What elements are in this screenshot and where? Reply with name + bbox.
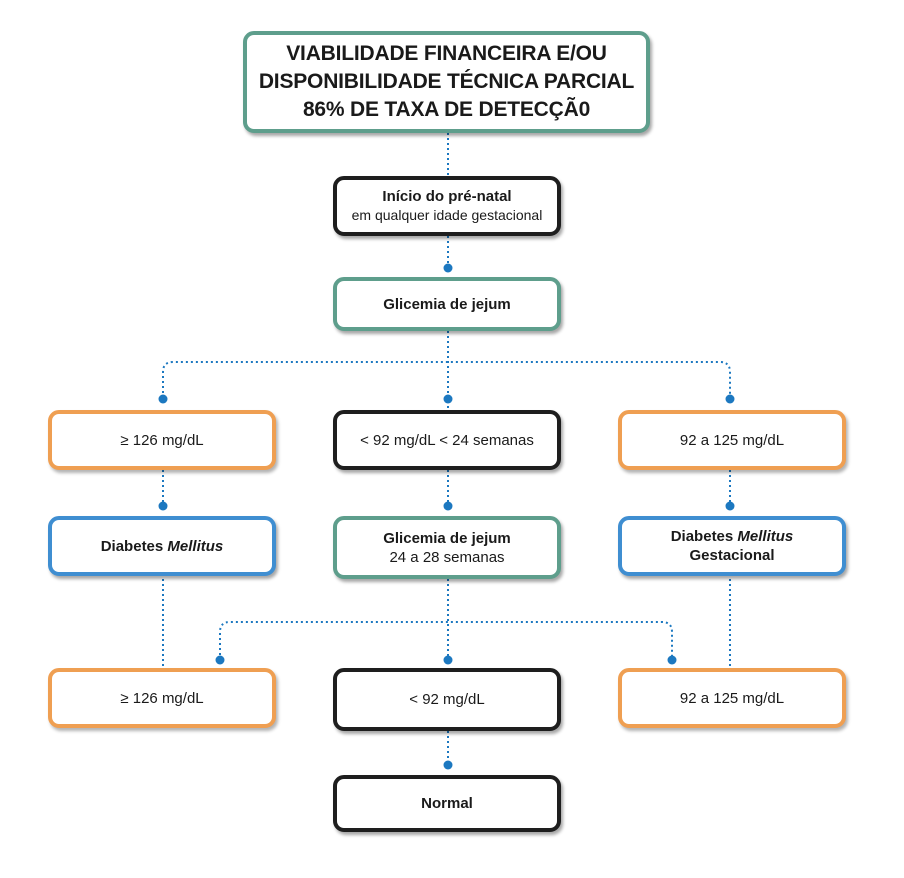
- result-normal-2-box: < 92 mg/dL: [333, 668, 561, 731]
- connector-dot: [443, 501, 453, 511]
- connector-dot: [443, 655, 453, 665]
- result-mid-label: 92 a 125 mg/dL: [679, 431, 785, 449]
- start-title: Início do pré-natal: [382, 188, 512, 205]
- title-line-3: 86% DE TAXA DE DETECÇÃ0: [302, 98, 591, 121]
- gestational-mellitus-italic: Mellitus: [737, 528, 794, 545]
- title-line-2: DISPONIBILIDADE TÉCNICA PARCIAL: [258, 70, 635, 93]
- start-subtitle: em qualquer idade gestacional: [351, 207, 543, 223]
- gestational-diabetes-line1: Diabetes Mellitus: [671, 527, 794, 546]
- result-high-2-label: ≥ 126 mg/dL: [120, 689, 204, 707]
- fasting-glucose-2-box: Glicemia de jejum 24 a 28 semanas: [333, 516, 561, 579]
- connector-dot: [158, 501, 168, 511]
- fasting-glucose-2-subtitle: 24 a 28 semanas: [389, 548, 505, 566]
- gestational-diabetes-line2: Gestacional: [689, 547, 775, 564]
- title-line-1: VIABILIDADE FINANCEIRA E/OU: [286, 42, 607, 65]
- result-high-2-box: ≥ 126 mg/dL: [48, 668, 276, 728]
- start-box: Início do pré-natal em qualquer idade ge…: [333, 176, 561, 236]
- fasting-glucose-box: Glicemia de jejum: [333, 277, 561, 331]
- result-normal-early-box: < 92 mg/dL < 24 semanas: [333, 410, 561, 470]
- result-mid-2-box: 92 a 125 mg/dL: [618, 668, 846, 728]
- result-mid-box: 92 a 125 mg/dL: [618, 410, 846, 470]
- connector-second-bar: [219, 621, 673, 660]
- connector-dot: [215, 655, 225, 665]
- connector-dot: [443, 263, 453, 273]
- diabetes-mellitus-box: Diabetes Mellitus: [48, 516, 276, 576]
- diabetes-mellitus-label: Diabetes Mellitus: [101, 537, 224, 556]
- mellitus-italic: Mellitus: [167, 537, 224, 555]
- connector-dot: [158, 394, 168, 404]
- result-normal-2-label: < 92 mg/dL: [409, 691, 485, 708]
- fasting-glucose-2-title: Glicemia de jejum: [383, 529, 511, 547]
- diabetes-prefix: Diabetes: [100, 537, 168, 555]
- fasting-glucose-label: Glicemia de jejum: [383, 295, 511, 313]
- connector-dot: [443, 394, 453, 404]
- result-high-label: ≥ 126 mg/dL: [120, 431, 204, 449]
- normal-box: Normal: [333, 775, 561, 832]
- connector-split-bar: [162, 361, 731, 398]
- result-mid-2-label: 92 a 125 mg/dL: [679, 689, 785, 707]
- result-normal-early-label: < 92 mg/dL < 24 semanas: [360, 431, 534, 449]
- connector-dot: [725, 394, 735, 404]
- gestational-prefix: Diabetes: [670, 528, 738, 545]
- connector-dot: [443, 760, 453, 770]
- connector-dot: [667, 655, 677, 665]
- gestational-diabetes-box: Diabetes Mellitus Gestacional: [618, 516, 846, 576]
- title-box: VIABILIDADE FINANCEIRA E/OU DISPONIBILID…: [243, 31, 650, 133]
- result-high-box: ≥ 126 mg/dL: [48, 410, 276, 470]
- normal-label: Normal: [421, 795, 473, 812]
- connector-dot: [725, 501, 735, 511]
